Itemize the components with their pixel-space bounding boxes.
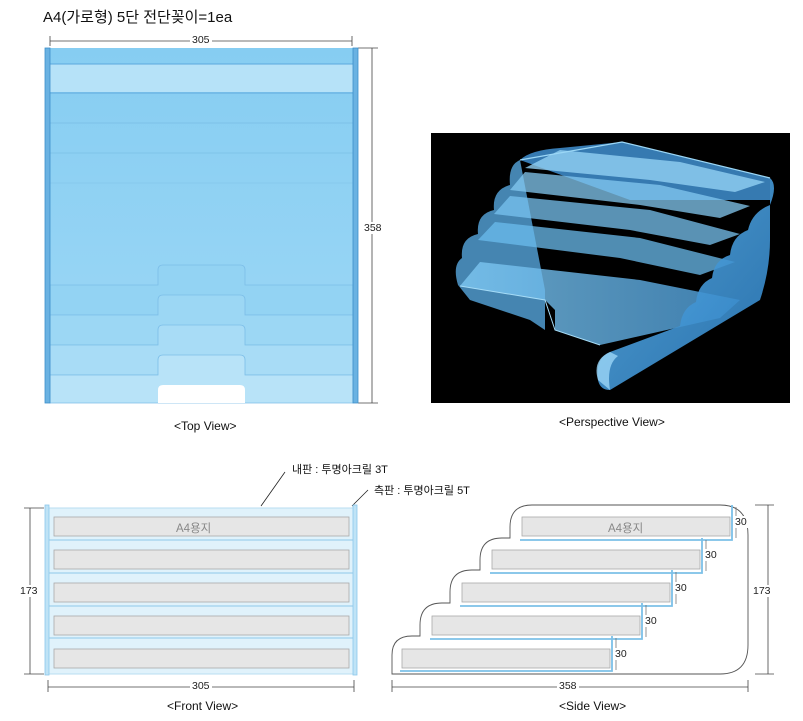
- top-view-caption: <Top View>: [174, 419, 237, 433]
- front-view-caption: <Front View>: [167, 699, 239, 713]
- top-view-right-panel: [352, 47, 359, 404]
- top-view-left-panel: [44, 47, 51, 404]
- side-view-step-5: 30: [733, 516, 749, 528]
- front-view-width-dimension: 305: [190, 680, 212, 692]
- top-view-width-dimension: 305: [190, 34, 212, 46]
- front-view-height-dimension: 173: [18, 585, 40, 597]
- front-view-paper-1: [53, 516, 350, 537]
- front-view-paper-2: [53, 549, 350, 570]
- side-view-step-2: 30: [643, 615, 659, 627]
- front-view-paper-4: [53, 615, 350, 636]
- side-view-paper-label: A4용지: [608, 523, 644, 535]
- front-view-paper-3: [53, 582, 350, 603]
- front-view-paper-label: A4용지: [176, 523, 212, 535]
- page-title: A4(가로형) 5단 전단꽂이=1ea: [43, 9, 233, 26]
- perspective-view-caption: <Perspective View>: [559, 415, 665, 429]
- side-view-depth-dimension: 358: [557, 680, 579, 692]
- side-view-step-3: 30: [673, 582, 689, 594]
- top-view-top-shelf: [50, 64, 353, 92]
- side-view-caption: <Side View>: [559, 699, 627, 713]
- inner-panel-note: 내판 : 투명아크릴 3T: [292, 464, 388, 476]
- side-view-step-4: 30: [703, 549, 719, 561]
- side-panel-note: 측판 : 투명아크릴 5T: [374, 485, 470, 497]
- side-view-height-dimension: 173: [751, 585, 773, 597]
- side-view-step-1: 30: [613, 648, 629, 660]
- top-view-depth-dimension: 358: [362, 222, 384, 234]
- front-view-paper-5: [53, 648, 350, 669]
